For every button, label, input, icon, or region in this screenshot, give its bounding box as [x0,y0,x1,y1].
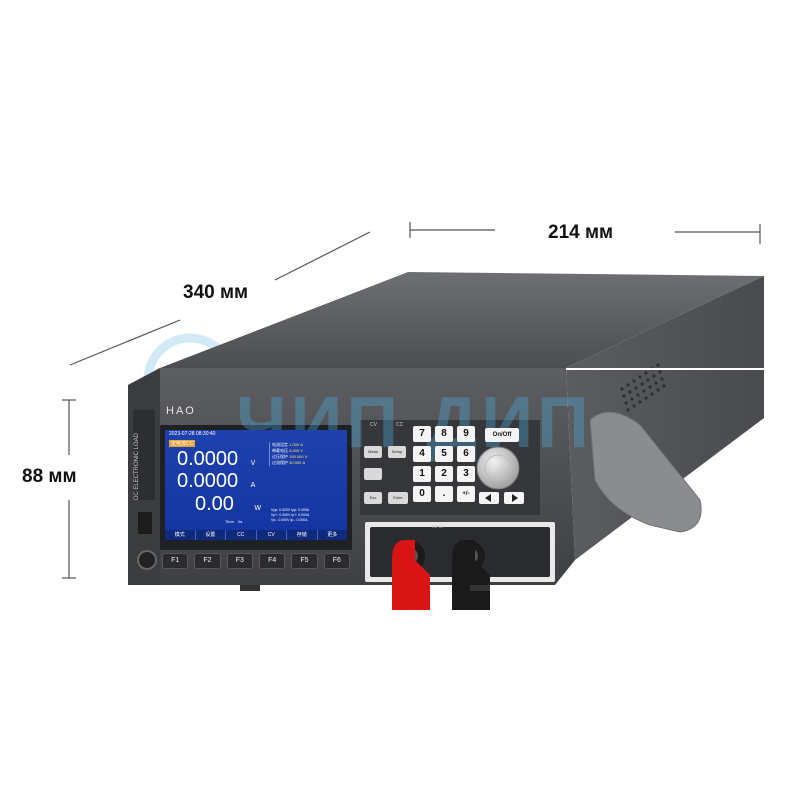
width-dimension-label: 214 мм [548,222,614,243]
param-row: 过压保护 150.000 V [272,454,308,459]
black-terminal [452,540,490,610]
reading-current-value: 0.0000 [177,470,239,492]
param-row: 过流保护 30.000 A [272,460,306,465]
usb-port [138,512,152,534]
reading-voltage-value: 0.0000 [177,448,239,470]
f2-button[interactable]: F2 [194,553,221,569]
key-8[interactable]: 8 [435,426,453,442]
lcd-screen: 2023-07-28 08:30:40 定电流CC 0.0000 V 0.000… [165,430,347,540]
reading-power-value: 0.00 [195,493,234,515]
depth-dimension-label: 340 мм [183,282,249,303]
cc-indicator: CC [396,422,404,428]
meas-button[interactable]: Meas [364,446,382,458]
param-row: 电流设定 1.000 A [272,442,303,447]
key-7[interactable]: 7 [413,426,431,442]
softkey-label: CC [226,530,257,540]
right-arrow-button[interactable] [504,492,524,504]
key-5[interactable]: 5 [435,446,453,462]
f1-button[interactable]: F1 [162,553,189,569]
f6-button[interactable]: F6 [323,553,350,569]
right-arrow-icon [512,494,518,502]
left-arrow-button[interactable] [479,492,499,504]
key-9[interactable]: 9 [457,426,475,442]
side-handle [589,411,702,533]
key-1[interactable]: 1 [413,466,431,482]
softkey-label: 存储 [287,530,318,540]
f5-button[interactable]: F5 [291,553,318,569]
screen-mode-tag: 定电流CC [169,440,196,447]
softkey-label: CV [257,530,287,540]
terminals-label: INPUT [432,524,444,529]
reading-current-unit: A [250,482,256,489]
softkey-bar: 模式 设置 CC CV 存储 更多 [165,530,347,540]
esc-button[interactable]: Esc [364,492,382,504]
f4-button[interactable]: F4 [258,553,286,569]
on-off-button[interactable]: On/Off [485,428,519,442]
mini-readings: Vpp: 0.000V Ipp: 0.000A Vp+: 0.000V Ip+:… [271,508,310,522]
red-terminal [392,540,430,610]
screen-timer: Time: 0s [225,519,243,524]
reading-voltage-unit: V [250,460,256,467]
reading-power: 0.00 W [195,493,261,516]
key-0[interactable]: 0 [413,486,431,502]
blank-button[interactable] [364,468,382,480]
left-arrow-icon [485,494,491,502]
key-3[interactable]: 3 [457,466,475,482]
softkey-label: 更多 [327,532,338,538]
setup-button[interactable]: Setup [388,446,406,458]
softkey-label: 模式 [165,530,196,540]
encoder-knob [476,446,520,490]
reading-voltage: 0.0000 V [177,448,255,471]
device-top [160,272,764,368]
key-2[interactable]: 2 [435,466,453,482]
reading-current: 0.0000 A [177,470,255,493]
param-row: 带载电压 0.000 V [272,448,303,453]
key-plus-minus[interactable]: +/- [457,486,475,502]
cv-indicator: CV [370,422,377,428]
softkey-label: 设置 [196,530,226,540]
key-decimal[interactable]: . [435,486,453,502]
f3-button[interactable]: F3 [226,553,253,569]
function-keys: F1 F2 F3 F4 F5 F6 [162,553,350,569]
enter-button[interactable]: Enter [388,492,408,504]
screen-datetime: 2023-07-28 08:30:40 [169,431,216,437]
brand-logo: HAO [166,405,196,417]
numeric-keypad: 7 8 9 4 5 6 1 2 3 0 . +/- [413,426,477,502]
param-panel: 电流设定 1.000 A 带载电压 0.000 V 过压保护 150.000 V… [269,442,347,466]
reading-power-unit: W [254,505,261,512]
key-6[interactable]: 6 [457,446,475,462]
height-dimension-label: 88 мм [22,466,77,487]
power-button [137,550,157,570]
dimension-lines [62,222,761,579]
key-4[interactable]: 4 [413,446,431,462]
side-strip-text: DC ELECTRONIC LOAD [134,432,140,500]
